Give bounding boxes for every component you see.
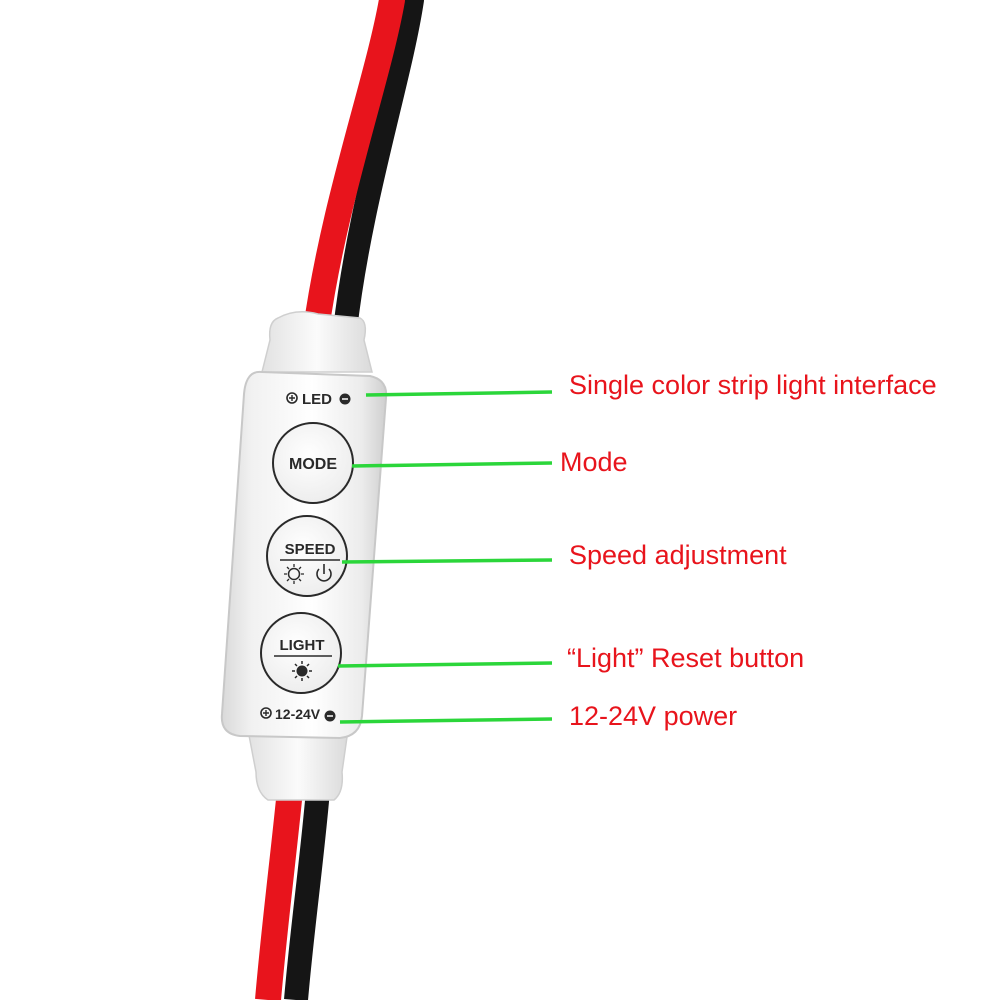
- plus-icon: [260, 707, 272, 719]
- top-strain-relief: [261, 311, 373, 373]
- bright-sun-icon: [292, 661, 312, 681]
- annotation-mode: Mode: [560, 447, 628, 477]
- speed-label: SPEED: [285, 541, 336, 558]
- speed-button[interactable]: SPEED: [266, 515, 348, 597]
- plus-icon: [286, 392, 298, 404]
- leader-line-power: [339, 717, 553, 724]
- leader-line-speed: [341, 558, 553, 564]
- power-icon: [316, 564, 332, 582]
- bottom-strain-relief: [247, 729, 349, 801]
- top-wire-pair: [303, 0, 424, 343]
- light-label: LIGHT: [280, 637, 325, 654]
- annotation-light-reset: “Light” Reset button: [567, 643, 805, 673]
- leader-line-led: [365, 390, 553, 397]
- power-label: 12-24V: [275, 706, 321, 722]
- annotation-power: 12-24V power: [569, 701, 738, 731]
- bottom-black-wire: [284, 788, 330, 1000]
- top-red-wire: [303, 0, 405, 343]
- bottom-wire-pair: [255, 788, 330, 1000]
- annotation-led-interface: Single color strip light interface: [569, 370, 937, 400]
- led-port-label: LED: [286, 391, 351, 408]
- sun-icon: [284, 564, 304, 584]
- mode-label: MODE: [289, 456, 337, 473]
- leader-line-light: [337, 661, 553, 668]
- top-black-wire: [333, 0, 424, 342]
- led-label: LED: [302, 391, 332, 408]
- bottom-red-wire: [255, 788, 303, 1000]
- annotation-speed: Speed adjustment: [569, 540, 787, 570]
- leader-lines: [337, 390, 553, 724]
- power-port-label: 12-24V: [260, 706, 336, 722]
- leader-line-mode: [351, 461, 553, 468]
- light-button[interactable]: LIGHT: [260, 612, 342, 694]
- mode-button[interactable]: MODE: [272, 422, 354, 504]
